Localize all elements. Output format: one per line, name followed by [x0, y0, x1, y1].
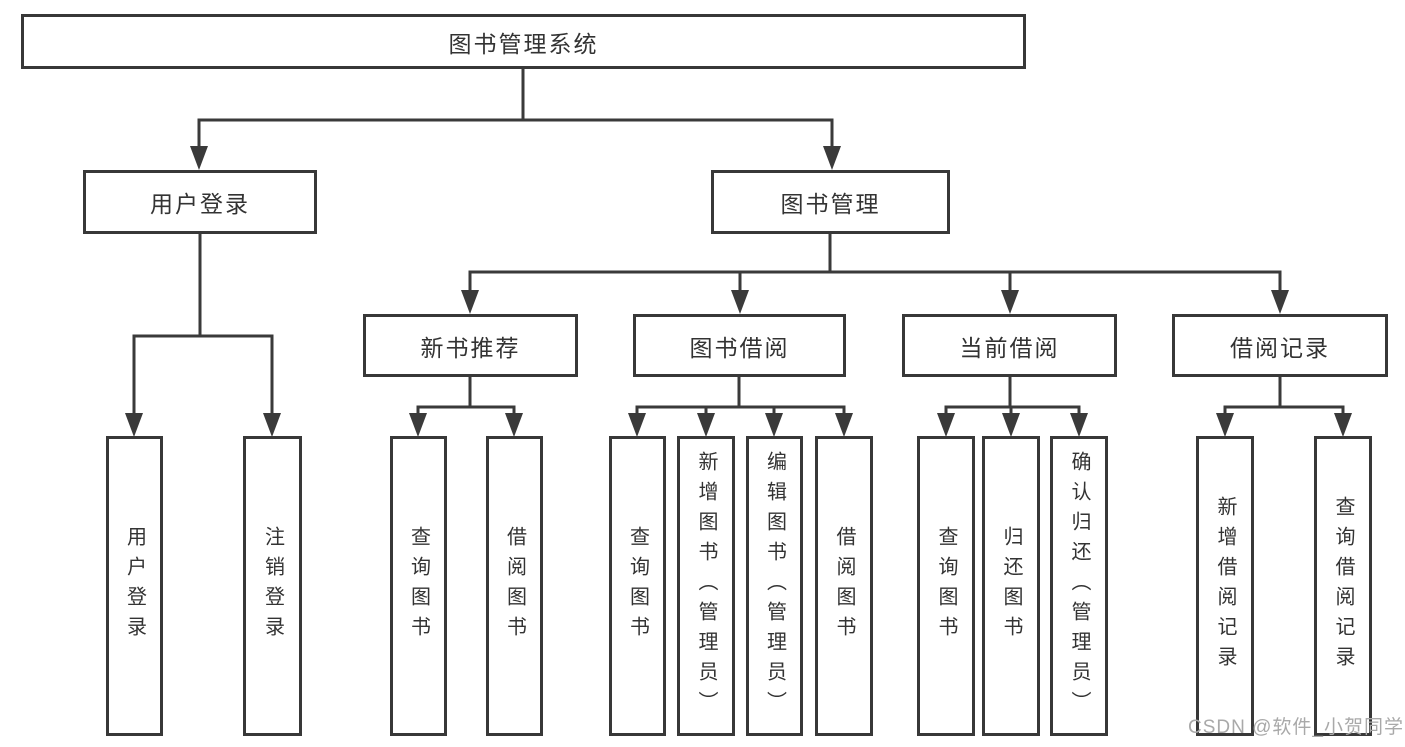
leaf-borrow-books-2-label: 借阅图书 [833, 526, 855, 646]
connector-new-book [416, 377, 516, 415]
node-new-book-recommendation-label: 新书推荐 [420, 334, 521, 361]
arrowhead [731, 290, 749, 314]
arrowhead [823, 146, 841, 170]
arrowhead [461, 290, 479, 314]
node-root-label: 图书管理系统 [448, 30, 599, 57]
node-root: 图书管理系统 [21, 14, 1026, 69]
arrowhead [1216, 413, 1234, 437]
leaf-edit-book-admin-label: 编辑图书（管理员） [763, 451, 786, 721]
leaf-query-borrow-record: 查询借阅记录 [1314, 436, 1372, 736]
leaf-add-borrow-record-label: 新增借阅记录 [1214, 496, 1236, 676]
leaf-return-books: 归还图书 [982, 436, 1040, 736]
leaf-query-books-2-label: 查询图书 [626, 526, 649, 646]
arrowhead [1001, 290, 1019, 314]
arrowhead [1334, 413, 1352, 437]
node-current-borrowing-label: 当前借阅 [959, 334, 1060, 361]
arrowhead [190, 146, 208, 170]
arrowhead [1070, 413, 1088, 437]
leaf-borrow-books-2: 借阅图书 [815, 436, 873, 736]
connector-borrowing-records [1223, 377, 1345, 415]
leaf-logout: 注销登录 [243, 436, 302, 736]
node-book-borrowing: 图书借阅 [633, 314, 846, 377]
connector-book-management [468, 234, 1282, 297]
arrowhead [263, 413, 281, 437]
node-book-borrowing-label: 图书借阅 [689, 334, 790, 361]
arrowhead [628, 413, 646, 437]
node-book-management: 图书管理 [711, 170, 950, 234]
leaf-return-books-label: 归还图书 [1000, 526, 1022, 646]
node-user-login-label: 用户登录 [150, 191, 250, 217]
leaf-user-login-label: 用户登录 [123, 526, 146, 646]
arrowhead [1002, 413, 1020, 437]
connector-user-login [132, 234, 274, 416]
leaf-logout-label: 注销登录 [261, 526, 284, 646]
leaf-confirm-return-admin: 确认归还（管理员） [1050, 436, 1108, 736]
leaf-query-books-3: 查询图书 [917, 436, 975, 736]
watermark: CSDN @软件_小贺同学 [1188, 717, 1404, 738]
leaf-query-books-2: 查询图书 [609, 436, 666, 736]
arrowhead [1271, 290, 1289, 314]
leaf-add-borrow-record: 新增借阅记录 [1196, 436, 1254, 736]
leaf-edit-book-admin: 编辑图书（管理员） [746, 436, 803, 736]
node-user-login: 用户登录 [83, 170, 317, 234]
node-borrowing-records-label: 借阅记录 [1230, 334, 1330, 361]
arrowhead [409, 413, 427, 437]
node-new-book-recommendation: 新书推荐 [363, 314, 578, 377]
connector-root [197, 69, 834, 153]
connector-current-borrowing [944, 377, 1081, 415]
arrowhead [697, 413, 715, 437]
arrowhead [505, 413, 523, 437]
node-current-borrowing: 当前借阅 [902, 314, 1117, 377]
connector-book-borrowing [635, 377, 846, 415]
leaf-query-books-1: 查询图书 [390, 436, 447, 736]
leaf-borrow-books-1-label: 借阅图书 [503, 526, 526, 646]
arrowhead [937, 413, 955, 437]
leaf-user-login: 用户登录 [106, 436, 163, 736]
node-borrowing-records: 借阅记录 [1172, 314, 1388, 377]
leaf-borrow-books-1: 借阅图书 [486, 436, 543, 736]
leaf-query-books-3-label: 查询图书 [935, 526, 957, 646]
leaf-query-borrow-record-label: 查询借阅记录 [1332, 496, 1354, 676]
node-book-management-label: 图书管理 [780, 191, 881, 217]
arrowhead [765, 413, 783, 437]
leaf-add-book-admin: 新增图书（管理员） [677, 436, 735, 736]
arrowhead [125, 413, 143, 437]
leaf-add-book-admin-label: 新增图书（管理员） [695, 451, 717, 721]
leaf-confirm-return-admin-label: 确认归还（管理员） [1068, 451, 1090, 721]
arrowhead [835, 413, 853, 437]
leaf-query-books-1-label: 查询图书 [407, 526, 430, 646]
